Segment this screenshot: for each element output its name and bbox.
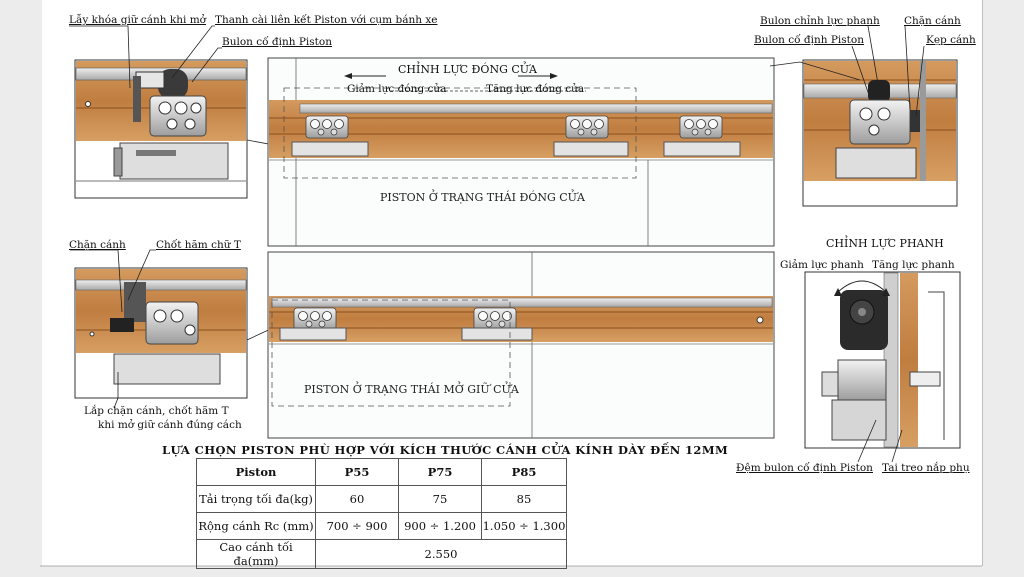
table-row: Rộng cánh Rc (mm) 700 ÷ 900 900 ÷ 1.200 …	[196, 512, 567, 540]
table-row: Tải trọng tối đa(kg) 60 75 85	[196, 485, 567, 513]
cell: 900 ÷ 1.200	[398, 512, 482, 540]
closing-force-title: CHỈNH LỰC ĐÓNG CỬA	[398, 63, 537, 76]
callout-piston-washer: Đệm bulon cố định Piston	[736, 462, 873, 474]
row-label-load: Tải trọng tối đa(kg)	[196, 485, 316, 513]
cell: 75	[398, 485, 482, 513]
callout-t-pin: Chốt hãm chữ T	[156, 239, 241, 251]
assembly-open	[267, 251, 775, 439]
cell: 1.050 ÷ 1.300	[481, 512, 567, 540]
callout-door-stop-tr: Chặn cánh	[904, 15, 961, 27]
callout-leaders-tr	[769, 25, 925, 117]
note-install-line1: Lắp chặn cánh, chốt hãm T	[84, 405, 229, 417]
selection-title: LỰA CHỌN PISTON PHÙ HỢP VỚI KÍCH THƯỚC C…	[162, 443, 729, 457]
roller-carriage-icon	[149, 95, 207, 137]
cell-height-value: 2.550	[315, 539, 567, 569]
cell: 85	[481, 485, 567, 513]
header-p55: P55	[315, 458, 399, 486]
note-install-line2: khi mở giữ cánh đúng cách	[98, 419, 242, 431]
detail-top-left	[74, 59, 248, 199]
assembly-closed	[267, 57, 775, 247]
callout-cover-ear: Tai treo nắp phụ	[882, 462, 970, 474]
callout-piston-bolt-tr: Bulon cố định Piston	[754, 34, 864, 46]
state-closed-caption: PISTON Ở TRẠNG THÁI ĐÓNG CỬA	[380, 191, 585, 204]
cell: 60	[315, 485, 399, 513]
header-p85: P85	[481, 458, 567, 486]
brake-dial-icon	[840, 290, 888, 350]
callout-piston-bolt-tl: Bulon cố định Piston	[222, 36, 332, 48]
state-open-caption: PISTON Ở TRẠNG THÁI MỞ GIỮ CỬA	[304, 383, 519, 396]
callout-brake-bolt: Bulon chỉnh lực phanh	[760, 15, 880, 27]
table-row: Cao cánh tối đa(mm) 2.550	[196, 539, 567, 569]
brake-decrease: Giảm lực phanh	[780, 259, 864, 271]
header-p75: P75	[398, 458, 482, 486]
callout-lock: Lẫy khóa giữ cánh khi mở	[69, 14, 207, 26]
row-label-width: Rộng cánh Rc (mm)	[196, 512, 316, 540]
detail-mid-left	[74, 267, 248, 399]
table-header-row: Piston P55 P75 P85	[196, 458, 567, 486]
callout-door-clamp: Kẹp cánh	[926, 34, 976, 46]
row-label-height: Cao cánh tối đa(mm)	[196, 539, 316, 569]
piston-spec-table: Piston P55 P75 P85 Tải trọng tối đa(kg) …	[196, 458, 567, 569]
brake-increase: Tăng lực phanh	[872, 259, 955, 271]
callout-leaders-tl	[69, 25, 291, 149]
closing-force-decrease: Giảm lực đóng cửa	[347, 83, 447, 95]
cell: 700 ÷ 900	[315, 512, 399, 540]
header-piston: Piston	[196, 458, 316, 486]
callout-leaders-br	[857, 419, 903, 463]
brake-title: CHỈNH LỰC PHANH	[826, 237, 944, 250]
detail-top-right	[802, 59, 958, 207]
detail-brake	[804, 271, 961, 449]
closing-force-increase: Tăng lực đóng cửa	[486, 83, 585, 95]
callout-door-stop-ml: Chặn cánh	[69, 239, 126, 251]
callout-link-bar: Thanh cài liên kết Piston với cụm bánh x…	[215, 14, 438, 26]
